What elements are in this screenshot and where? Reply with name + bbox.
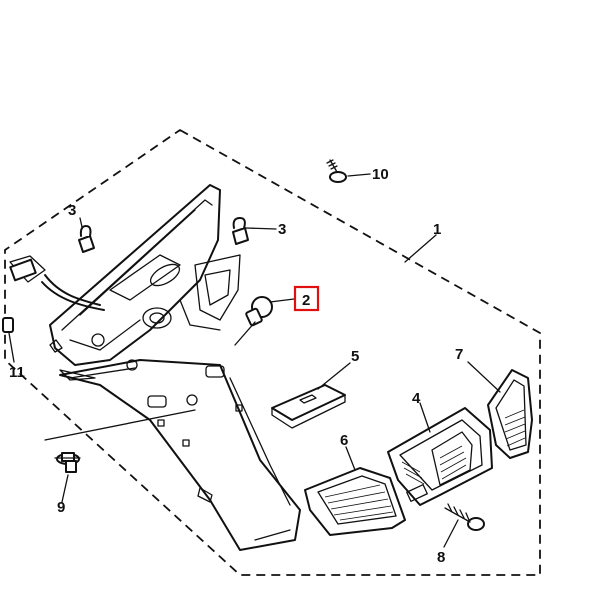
callout-8: 8 <box>437 549 445 566</box>
callout-7: 7 <box>455 346 463 363</box>
callout-6: 6 <box>340 432 348 449</box>
bolt-9 <box>54 452 81 473</box>
screw-8 <box>444 503 485 531</box>
callout-3-left: 3 <box>68 202 76 219</box>
callout-2: 2 <box>302 292 310 309</box>
callout-9: 9 <box>57 499 65 516</box>
turn-signal-lens-6 <box>304 467 406 536</box>
bulb-3-left <box>78 225 95 253</box>
callout-11: 11 <box>9 364 25 381</box>
callout-10: 10 <box>372 166 389 183</box>
assembly-boundary <box>4 128 541 576</box>
screw-10 <box>326 159 347 183</box>
license-lens-5 <box>271 384 346 429</box>
bulb-2 <box>245 296 273 327</box>
callout-5: 5 <box>351 348 359 365</box>
grommet-11 <box>2 317 14 333</box>
turn-signal-housing-4 <box>387 407 493 506</box>
callout-4: 4 <box>412 390 421 407</box>
wire-harness <box>9 255 105 353</box>
rear-fender-bracket <box>49 184 301 551</box>
callout-2-highlight-box <box>293 285 320 312</box>
bulb-3-right <box>232 217 249 245</box>
callout-1: 1 <box>433 221 441 238</box>
callout-3-right: 3 <box>278 221 286 238</box>
turn-signal-lens-7 <box>487 369 533 459</box>
leader-lines <box>8 173 501 548</box>
